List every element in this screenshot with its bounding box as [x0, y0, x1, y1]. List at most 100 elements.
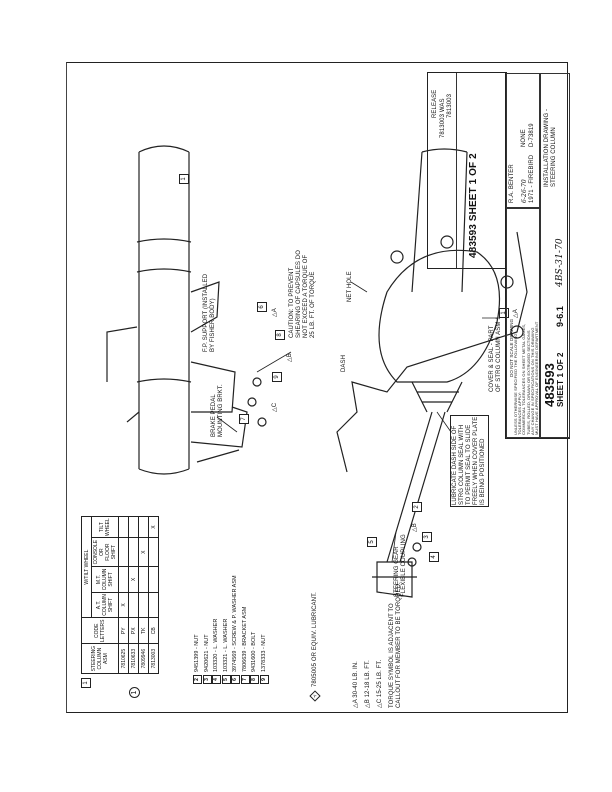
cell-code: TK [138, 617, 149, 644]
torque-spec-c: △C 15-25 Lb. Ft. [377, 659, 383, 708]
cell-mt [118, 566, 129, 593]
nut [252, 377, 262, 387]
dash-label: Dash [341, 354, 347, 372]
cell-at [148, 592, 159, 618]
cell-console: X [138, 537, 149, 567]
torque-mark-letter: A [272, 308, 278, 313]
torque-mark: △C [272, 402, 278, 412]
sheet-number: 483593 [468, 224, 479, 258]
brake-bracket-callout: Brake PedalMounting Brkt. [211, 384, 225, 437]
cell-code: PY [118, 617, 129, 644]
callout-line: not exceed a torque of [303, 254, 309, 338]
torque-mark-letter: B [412, 523, 418, 528]
cell-console [148, 537, 159, 567]
callout-line: Brake Pedal [211, 394, 217, 437]
callout-line: 25 Lb. Ft. of torque [310, 271, 316, 338]
lubricant-diamond-icon: A [309, 690, 321, 702]
item-callout-box: 6 [257, 302, 267, 312]
item-text: 7806639 - Bracket Asm [241, 606, 248, 672]
header-mt-shift: M.T. Column Shift [91, 566, 119, 593]
list-item: 91378333 - Nut [259, 575, 270, 684]
signature-cell: R.A. Benter 6-26-70 None 1971 - Firebird… [506, 73, 540, 208]
item-number-box: 6 [231, 675, 240, 684]
dash-panel [336, 231, 528, 473]
torque-mark: △A [272, 308, 278, 317]
item-number-box: 8 [250, 675, 259, 684]
title-block: Do not scale drawing Unless otherwise sp… [505, 73, 570, 439]
cell-asm: 7813003 [148, 643, 159, 674]
fp-support-callout: F.P. Support (Installedby Fisher Body) [203, 274, 217, 352]
item-callout-box: 8 [275, 330, 285, 340]
line-art [106, 145, 528, 598]
cell-at [138, 592, 149, 618]
view-symbol: 1 [129, 687, 140, 698]
item-text: 9431600 - Bolt [251, 631, 257, 672]
item-callout-box: 3 [422, 532, 432, 542]
drawing-sheet: 1 Steering Column Asm Code Letters W/Til… [66, 62, 570, 713]
revision-block: Release 7813003 was 7813003 483593 Sheet… [427, 72, 507, 269]
torque-spec-b: △B 12-18 Lb. Ft. [365, 660, 371, 708]
support-bracket [106, 281, 236, 423]
cell-at: X [118, 592, 129, 618]
header-tilt: Tilt Wheel [91, 516, 119, 538]
model: 1971 - Firebird [529, 154, 535, 203]
revision-entry: 7813003 [447, 93, 453, 118]
callout-line: Steering Gear [394, 546, 400, 597]
flexible-coupling [372, 561, 417, 598]
item-number-box: 5 [221, 675, 231, 684]
item-number-box: 7 [240, 675, 250, 684]
drawing-name-line: Steering Column [551, 127, 557, 187]
cell-asm: 7809946 [138, 643, 149, 674]
flexible-coupling-callout: Steering GearFlexible Coupling [394, 534, 408, 597]
name-cell: Installation Drawing -Steering Column 48… [540, 73, 570, 438]
item-callout-box: 1 [179, 174, 189, 184]
header-console: Console or Floor Shift [91, 537, 119, 567]
cell-console [128, 537, 139, 567]
handwritten-date: 4BS-31-70 [555, 238, 565, 287]
cell-asm: 7810633 [128, 643, 139, 674]
part-number: 483593 [542, 363, 557, 407]
item-callout-box: 4 [429, 552, 439, 562]
cell-tilt [138, 516, 149, 538]
revision-divider [456, 73, 457, 268]
callout-line: strg column seal with [459, 424, 465, 505]
torque-value: 12-18 Lb. Ft. [365, 660, 371, 698]
date: 6-26-70 [521, 179, 528, 203]
item-number-box: 9 [259, 675, 269, 684]
torque-mark-letter: C [272, 402, 278, 408]
list-item: 7 7806639 - Bracket Asm [240, 575, 251, 684]
item-number-box: 3 [202, 675, 212, 684]
list-item: 8 9431600 - Bolt [250, 575, 260, 684]
callout-line: Lubricate dash side of [452, 425, 458, 505]
list-item: 3 9420621 - Nut [202, 575, 213, 684]
list-item: 5103321 - L. Washer [221, 575, 232, 684]
torque-spec-a: △A 30-40 Lb. In. [353, 661, 359, 708]
parts-list: 29451399 - Nut 39420621 - Nut 4103320 - … [193, 575, 269, 684]
intermediate-shaft [386, 411, 446, 563]
bolt-head [440, 235, 454, 249]
bolt-head [510, 325, 524, 339]
bolt-head [500, 275, 514, 289]
column-lower [411, 148, 468, 293]
nut [412, 542, 422, 552]
sheet-label: Sheet 1 of 2 [556, 352, 565, 407]
torque-note-line: callout for member to be torqued. [396, 582, 402, 708]
brake-bracket [190, 406, 248, 463]
drawing-name-line: Installation Drawing - [544, 108, 550, 187]
nut [257, 417, 267, 427]
tolerance-cell: Do not scale drawing Unless otherwise sp… [506, 208, 540, 438]
item-text: 9420621 - Nut [203, 634, 210, 672]
revision-entry: Release [432, 89, 438, 118]
torque-note-line: Torque symbol is adjacent to [389, 603, 395, 708]
list-item: 4103320 - L. Washer [212, 575, 222, 684]
list-item: 63974569 - Screw & P. Washer Asm [231, 575, 241, 684]
cell-mt [148, 566, 159, 593]
lubricant-note: A7805005 or equiv. lubricant. [309, 592, 321, 702]
cell-mt [138, 566, 149, 593]
torque-mark-letter: B [287, 353, 293, 358]
callout-line: is being positioned [480, 438, 486, 505]
item-number-box: 4 [212, 675, 221, 684]
